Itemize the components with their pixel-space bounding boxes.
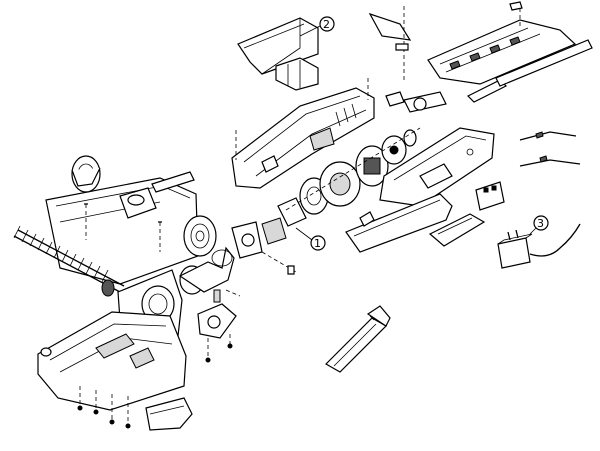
rear-housing xyxy=(379,127,495,207)
lower-rear-housing xyxy=(345,193,453,253)
upper-housing xyxy=(231,78,375,189)
callout-2-label: 2 xyxy=(323,18,330,31)
base-plate xyxy=(37,311,187,411)
charger-adapter xyxy=(497,223,581,269)
main-body xyxy=(45,177,199,285)
floor-pedal xyxy=(428,213,486,247)
switch-block xyxy=(475,181,505,211)
neck-joint xyxy=(119,187,157,219)
hose-elbow xyxy=(178,246,235,295)
upper-handle-assembly xyxy=(427,1,593,103)
motor-fan-stack xyxy=(285,127,421,215)
small-pin-parts xyxy=(261,251,297,275)
callout-3: 3 xyxy=(529,215,549,235)
callout-2: 2 xyxy=(299,16,335,37)
cover-clip xyxy=(275,57,319,91)
valve-lever xyxy=(197,289,241,339)
power-wires xyxy=(519,131,581,167)
rear-wheel xyxy=(71,155,101,193)
motor-mount-bracket xyxy=(231,197,307,259)
callout-1: 1 xyxy=(295,227,326,251)
brush-roll xyxy=(13,225,125,297)
front-skid xyxy=(145,397,193,431)
front-wheel xyxy=(183,215,217,257)
fastener-screws xyxy=(205,334,233,363)
crevice-tool xyxy=(325,305,391,373)
callout-1-label: 1 xyxy=(314,237,321,250)
axle-pins xyxy=(84,203,162,252)
callout-3-label: 3 xyxy=(537,217,544,230)
handle-switch-parts xyxy=(368,6,447,113)
top-button-plate xyxy=(151,171,195,193)
base-screws xyxy=(77,386,131,429)
